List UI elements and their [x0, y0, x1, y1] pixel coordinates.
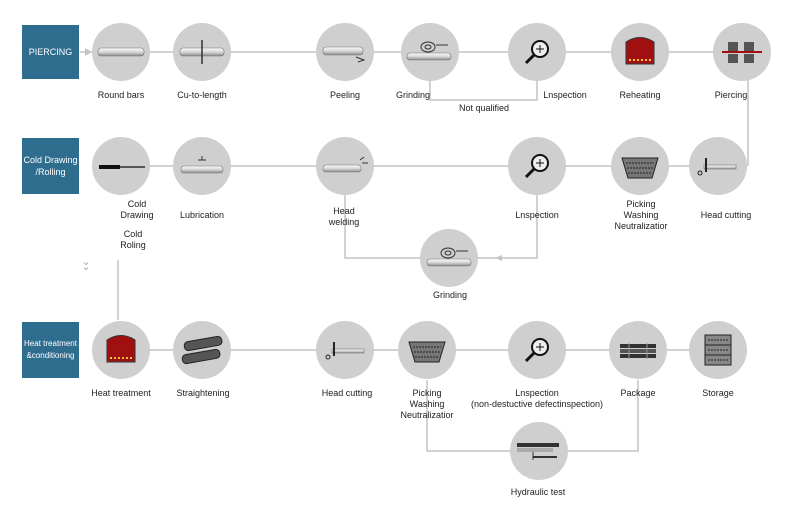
label-head-cutting: Head cutting: [700, 210, 752, 220]
hydraulic-loop: [426, 380, 639, 452]
cut-bar-icon: [179, 40, 225, 64]
label-round-bars: Round bars: [97, 90, 145, 100]
label-hydraulic-test: Hydraulic test: [510, 487, 566, 497]
arrowhead: [495, 255, 502, 261]
label-inspection-nondestructive: Lnspection (non-destuctive defectinspect…: [470, 388, 604, 409]
chevron-down-icon: ⌄⌄: [81, 256, 91, 273]
furnace-icon: [106, 335, 136, 363]
label-pickling: Picking Washing Neutralizatior: [400, 388, 454, 420]
round-bar-icon: [97, 47, 145, 57]
storage-rack-icon: [704, 334, 732, 366]
welding-icon: [322, 156, 368, 173]
label-straightening: Straightening: [176, 388, 230, 398]
label-package: Package: [620, 388, 656, 398]
straightening-node: [173, 321, 231, 379]
label-grinding: Grinding: [395, 90, 431, 100]
lubrication-icon: [180, 156, 224, 174]
label-lubrication: Lubrication: [179, 210, 225, 220]
magnifier-icon: [524, 338, 549, 363]
peeling-bar-icon: [322, 46, 366, 63]
magnifier-icon: [524, 40, 549, 65]
label-storage: Storage: [702, 388, 734, 398]
grinding-wheel-icon: [426, 247, 472, 267]
arrowhead: [85, 48, 92, 56]
pickling-tank-icon: [621, 157, 659, 179]
grinding-wheel-icon: [406, 41, 452, 61]
label-inspection: Lnspection: [515, 210, 559, 220]
label-not-qualified: Not qualified: [458, 103, 510, 113]
pickling-tank-icon: [408, 341, 446, 363]
label-head-welding: Head welding: [328, 206, 360, 227]
label-inspection: Lnspection: [543, 90, 587, 100]
label-cut-to-length: Cu-to-length: [177, 90, 227, 100]
magnifier-icon: [524, 154, 549, 179]
section-heat-treatment: Heat treatment &conditioning: [22, 322, 79, 378]
cutting-tool-icon: [697, 158, 737, 176]
cutting-tool-icon: [325, 342, 365, 360]
section-piercing: PIERCING: [22, 25, 79, 79]
label-cold-rolling: Cold Roling: [120, 229, 146, 250]
label-cold-drawing: Cold Drawing: [120, 199, 154, 220]
hydraulic-press-icon: [517, 443, 559, 460]
furnace-icon: [625, 37, 655, 65]
label-piercing: Piercing: [714, 90, 748, 100]
bundle-icon: [620, 343, 656, 359]
label-grinding: Grinding: [432, 290, 468, 300]
label-pickling: Picking Washing Neutralizatior: [614, 199, 668, 231]
label-head-cutting: Head cutting: [321, 388, 373, 398]
section-cold-drawing-rolling: Cold Drawing /Rolling: [22, 138, 79, 194]
not-qualified-loop: [429, 80, 538, 101]
straightening-rolls-icon: [181, 335, 223, 365]
label-reheating: Reheating: [619, 90, 661, 100]
piercing-mill-icon: [722, 42, 762, 63]
label-peeling: Peeling: [329, 90, 361, 100]
label-heat-treatment: Heat treatment: [91, 388, 151, 398]
arrowheads: [85, 48, 502, 261]
